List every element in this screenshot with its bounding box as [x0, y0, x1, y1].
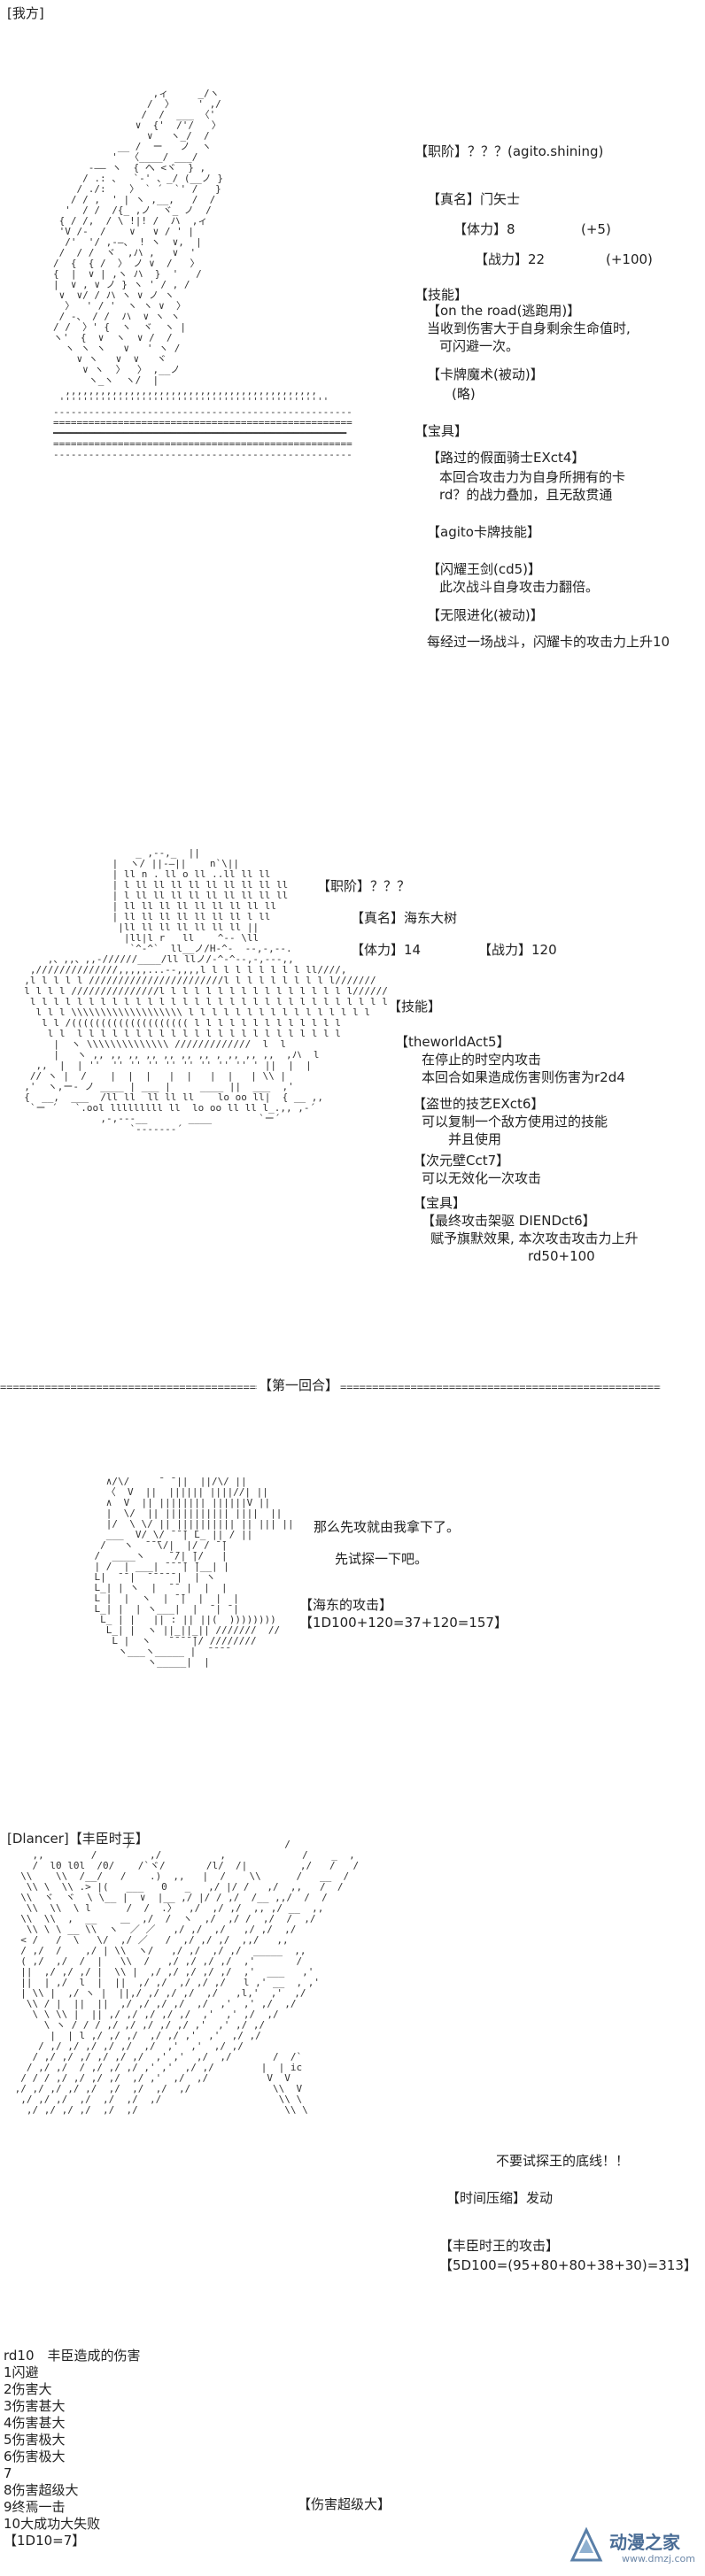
damage-table-row: 10大成功大失败 — [4, 2516, 101, 2532]
site-brand: 动漫之家 — [609, 2532, 680, 2553]
ally-hp-bonus: (+5) — [581, 221, 611, 237]
damage-table-row: 6伤害极大 — [4, 2449, 66, 2464]
ally-skill1-name: 【on the road(逃跑用)】 — [427, 303, 581, 319]
scene2-ascii-art: / / ,, / ,/ , / _ , / l0 l0l /0/ /`ヾ/ /l… — [14, 1839, 360, 2116]
damage-table-row: 5伤害极大 — [4, 2432, 66, 2448]
ally-skill1-desc2: 可闪避一次。 — [439, 338, 520, 354]
damage-table-title: rd10 丰臣造成的伤害 — [4, 2348, 141, 2364]
side-label: [我方] — [7, 5, 44, 21]
scene2-roll-result: 【5D100=(95+80+80+38+30)=313】 — [439, 2257, 697, 2273]
enemy-ascii-art: _ ,--,_ || | ヽ/ ||-―|| n`\|| | ll n . ll… — [24, 847, 388, 1135]
damage-table-row: 9终焉一击 — [4, 2499, 66, 2515]
ally-t4-desc: 每经过一场战斗，闪耀卡的攻击力上升10 — [427, 634, 670, 650]
ally-t3-desc: 此次战斗自身攻击力翻倍。 — [439, 579, 600, 595]
ally-power-bonus: (+100) — [606, 251, 653, 267]
site-watermark: 动漫之家 www.dmzj.com — [567, 2523, 700, 2571]
enemy-treasure-title: 【宝具】 — [413, 1195, 467, 1211]
scene2-line2: 【时间压缩】发动 — [446, 2190, 554, 2206]
enemy-s3-desc: 可以无效化一次攻击 — [422, 1170, 542, 1186]
enemy-skills-title: 【技能】 — [388, 999, 442, 1014]
scene1-roll-result: 【1D100+120=37+120=157】 — [299, 1615, 507, 1631]
site-logo-icon — [569, 2526, 603, 2562]
ally-t4-name: 【无限进化(被动)】 — [427, 607, 544, 623]
damage-verdict: 【伤害超级大】 — [298, 2496, 391, 2512]
enemy-s3-name: 【次元壁Cct7】 — [413, 1153, 510, 1168]
scene2-line1: 不要试探王的底线！！ — [496, 2153, 630, 2169]
enemy-s2-desc2: 并且使用 — [448, 1131, 502, 1147]
scene1-line2: 先试探一下吧。 — [335, 1551, 429, 1567]
enemy-true-name: 【真名】海东大树 — [351, 910, 458, 926]
ally-skill2-name: 【卡牌魔术(被动)】 — [427, 366, 544, 382]
scene2-roll: 【丰臣时王的攻击】 — [439, 2238, 560, 2254]
ally-t1-desc1: 本回合攻击力为自身所拥有的卡 — [439, 469, 626, 485]
enemy-s2-desc1: 可以复制一个敌方使用过的技能 — [422, 1114, 608, 1130]
damage-roll-result: 【1D10=7】 — [4, 2533, 86, 2549]
enemy-hp: 【体力】14 — [351, 942, 422, 958]
ally-t2-name: 【agito卡牌技能】 — [427, 524, 540, 540]
enemy-s1-desc1: 在停止的时空内攻击 — [422, 1052, 542, 1068]
damage-table-row: 1闪避 — [4, 2364, 39, 2380]
divider-right: ========================================… — [340, 1381, 661, 1393]
damage-table-row: 7 — [4, 2465, 12, 2481]
damage-table-row: 4伤害甚大 — [4, 2415, 66, 2431]
damage-table-row: 3伤害甚大 — [4, 2398, 66, 2414]
ally-skills-title: 【技能】 — [414, 287, 469, 303]
scene1-ascii-art: ∧/\/ ̄ ̄ || ||/\/ || 〈 V || |||||| ||||/… — [94, 1476, 294, 1668]
ally-treasure-title: 【宝具】 — [414, 423, 469, 439]
enemy-power: 【战力】120 — [478, 942, 557, 958]
ally-t1-name: 【路过的假面骑士EXct4】 — [427, 450, 585, 466]
ally-skill2-desc: (略) — [452, 386, 476, 402]
scene1-roll: 【海东的攻击】 — [299, 1597, 393, 1613]
scene2-speaker: [Dlancer]【丰臣时王】 — [7, 1831, 149, 1847]
enemy-s1-desc2: 本回合如果造成伤害则伤害为r2d4 — [422, 1069, 625, 1085]
enemy-s1-name: 【theworldAct5】 — [395, 1034, 510, 1050]
ally-t1-desc2: rd？的战力叠加，且无敌贯通 — [439, 487, 613, 503]
enemy-t1-name: 【最终攻击架驱 DIENDct6】 — [422, 1213, 596, 1229]
enemy-t1-desc2: rd50+100 — [528, 1248, 595, 1264]
ally-hp: 【体力】8 — [453, 221, 515, 237]
damage-table-row: 2伤害大 — [4, 2381, 52, 2397]
enemy-s2-name: 【盗世的技艺EXct6】 — [413, 1096, 545, 1112]
ally-power: 【战力】22 — [475, 251, 546, 267]
ally-t3-name: 【闪耀王剑(cd5)】 — [427, 561, 542, 577]
enemy-t1-desc1: 赋予旗默效果, 本次攻击攻击力上升 — [430, 1230, 639, 1246]
site-url: www.dmzj.com — [622, 2553, 695, 2564]
damage-table-row: 8伤害超级大 — [4, 2482, 79, 2498]
divider-left: ========================================… — [0, 1381, 257, 1393]
ally-skill1-desc1: 当收到伤害大于自身剩余生命值时, — [427, 320, 631, 336]
enemy-rank: 【职阶】？？？ — [317, 878, 411, 894]
round-label: 【第一回合】 — [259, 1377, 339, 1393]
ally-rank: 【职阶】？？？(agito.shining) — [414, 143, 604, 159]
scene1-line1: 那么先攻就由我拿下了。 — [314, 1519, 461, 1535]
ally-true-name: 【真名】门矢士 — [427, 191, 521, 207]
ally-ascii-art: ,ィ _/ヽ / 〉 ' ,/ / / ___ 〈' ∨ {' /'/ 〉 ∨ … — [53, 88, 352, 460]
